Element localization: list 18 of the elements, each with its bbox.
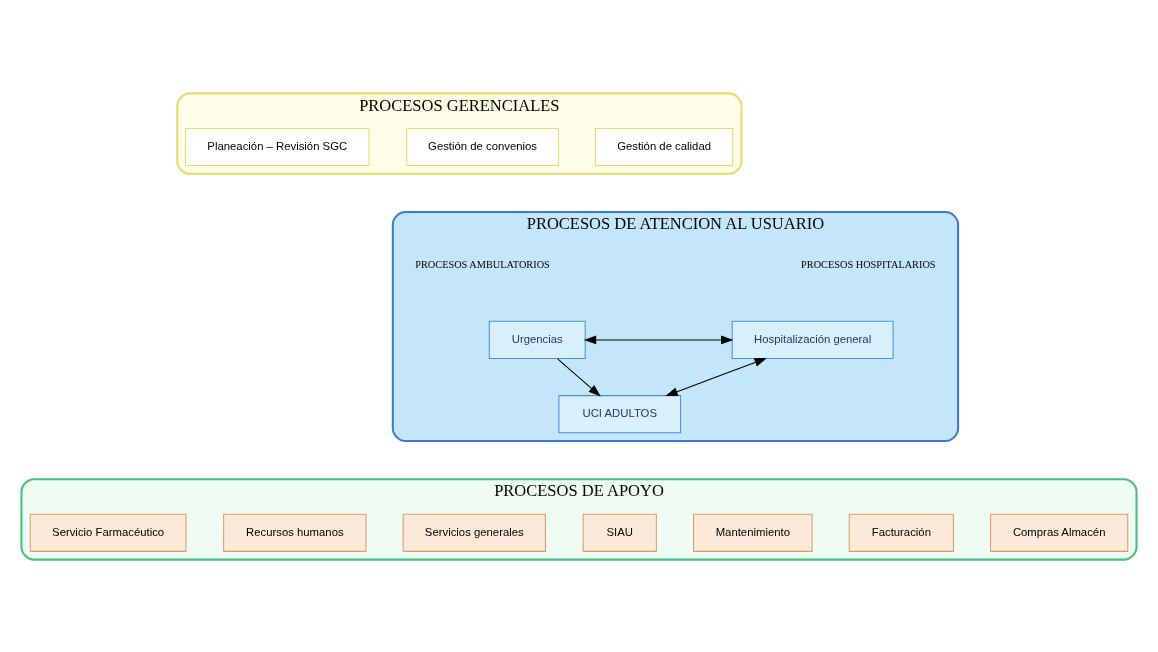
- node-box: Mantenimiento: [693, 513, 813, 552]
- node-box: Servicios generales: [402, 513, 546, 552]
- node-box: Hospitalización general: [731, 320, 894, 359]
- label: PROCESOS HOSPITALARIOS: [801, 258, 936, 270]
- label: PROCESOS AMBULATORIOS: [415, 258, 550, 270]
- node-box: Compras Almacén: [990, 513, 1129, 552]
- arrow: [665, 357, 767, 396]
- node-box: Recursos humanos: [223, 513, 367, 552]
- node-box: Servicio Farmacéutico: [29, 513, 187, 552]
- arrow: [583, 335, 734, 344]
- node-box: SIAU: [582, 513, 657, 552]
- node-box: Urgencias: [488, 320, 586, 359]
- node-box: Facturación: [848, 513, 954, 552]
- arrow: [557, 357, 601, 397]
- node-box: Gestión de convenios: [406, 127, 559, 166]
- node-box: Planeación – Revisión SGC: [184, 127, 370, 166]
- node-box: UCI ADULTOS: [558, 394, 682, 433]
- node-box: Gestión de calidad: [595, 127, 734, 166]
